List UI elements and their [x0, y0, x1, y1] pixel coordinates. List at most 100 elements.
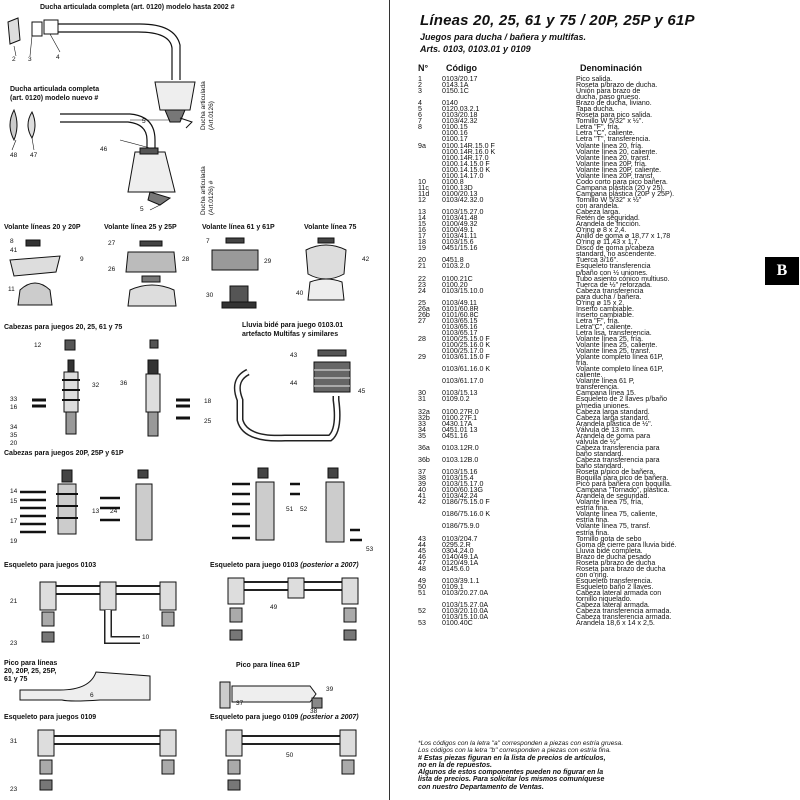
table-row: p/media uniones.	[418, 401, 677, 410]
callout-number: 35	[10, 432, 18, 439]
part-number: 52	[418, 607, 426, 616]
part-code: 0100/49.32	[442, 220, 478, 229]
col-header-code: Código	[446, 63, 477, 73]
manifold-0109	[37, 729, 177, 791]
table-row: estría fina.	[418, 504, 677, 513]
callout-number: 24	[110, 508, 118, 515]
part-description: p/media uniones.	[576, 401, 631, 410]
callout-number: 4	[56, 54, 60, 61]
callout-number: 49	[270, 604, 278, 611]
part-description: con arandela.	[576, 201, 619, 210]
part-description: Volante línea 20P, fría.	[576, 159, 647, 168]
part-number: 40	[418, 486, 426, 495]
section-badge: B	[765, 257, 799, 285]
label-cabezas-20: Cabezas para juegos 20, 25, 61 y 75	[4, 324, 123, 331]
part-description: Inserto cambiable.	[576, 310, 634, 319]
part-description: Volante línea 20P, caliente.	[576, 165, 662, 174]
part-description: Volante línea 75, fría,	[576, 498, 644, 507]
part-code: 0100.14.15.0 F	[442, 159, 490, 168]
part-number: 41	[418, 492, 426, 501]
footnote-4: no en la de repuestos.	[418, 761, 492, 769]
part-number: 11c	[418, 183, 429, 192]
part-description: Esqueleto transferencia	[576, 262, 651, 271]
callout-number: 10	[142, 634, 150, 641]
part-code: 0100/20.13	[442, 189, 478, 198]
part-description: fría.	[576, 359, 589, 368]
part-description: Pico para bañera con boquilla.	[576, 480, 672, 489]
part-description: Arandela 18,6 x 14 x 2,5.	[576, 619, 655, 628]
part-description: Arandela de goma para	[576, 431, 651, 440]
callout-number: 41	[10, 247, 18, 254]
spouts	[19, 671, 323, 709]
part-number: 27	[418, 316, 426, 325]
part-description: Goma de cierre para lluvia bidé.	[576, 540, 677, 549]
exploded-parts-diagram: Ducha articulada completa (art. 0120) mo…	[0, 0, 390, 800]
part-description: Esqueleto baño 2 llaves.	[576, 582, 654, 591]
article-numbers: Arts. 0103, 0103.01 y 0109	[420, 44, 531, 54]
callout-number: 40	[296, 290, 304, 297]
part-code: 0451.16	[442, 431, 468, 440]
part-code: 0101/60.8C	[442, 310, 479, 319]
table-row: con o'ring.	[418, 571, 677, 578]
part-description: Lluvia bidé completa.	[576, 546, 643, 555]
part-description: Brazo de ducha pesado	[576, 552, 651, 561]
part-description: Cabeza transferencia armada.	[576, 613, 672, 622]
callout-number: 39	[326, 686, 334, 693]
part-code: 0103.12R.0	[442, 443, 479, 452]
label-ducha-art-b2: (Art.0126) #	[208, 180, 215, 215]
part-code: 0100/49.1	[442, 226, 474, 235]
part-description: baño standard.	[576, 449, 624, 458]
label-esqueleto-0103: Esqueleto para juegos 0103	[4, 562, 97, 569]
part-description: Volante línea 75, transf.	[576, 522, 651, 531]
part-description: Cabeza larga standard.	[576, 407, 650, 416]
manifold-0109-post-2007	[225, 729, 357, 791]
part-description: Unión para brazo de	[576, 87, 641, 96]
callout-number: 34	[10, 424, 18, 431]
part-description: Tapa ducha.	[576, 105, 615, 114]
part-description: Letra lisa, transferencia.	[576, 328, 652, 337]
part-description: Volante línea 25, transf.	[576, 347, 651, 356]
table-row: p/baño con ½ uniones.	[418, 269, 677, 276]
page-subtitle: Juegos para ducha / bañera y multifas.	[420, 32, 587, 42]
label-esqueleto-0109-post: Esqueleto para juego 0109 (posterior a 2…	[210, 714, 359, 721]
label-volante-20: Volante líneas 20 y 20P	[4, 224, 81, 231]
footnote-5: Algunos de estos componentes pueden no f…	[418, 769, 604, 777]
part-number: 45	[418, 546, 426, 555]
callout-number: 18	[204, 398, 212, 405]
callout-number: 43	[290, 352, 298, 359]
part-code: 0103/15.27.0A	[442, 601, 489, 610]
part-number: 49	[418, 576, 426, 585]
part-number: 25	[418, 298, 426, 307]
callout-number: 36	[120, 380, 128, 387]
table-row: standard, no ascendente.	[418, 251, 677, 258]
part-number: 1	[418, 75, 422, 83]
part-description: estría fina.	[576, 504, 610, 513]
part-code: 0451.01 13	[442, 425, 478, 434]
part-code: 0103/15.6	[442, 238, 474, 247]
part-code: 0140/49.1A	[442, 552, 479, 561]
part-description: Volante línea 20, caliente.	[576, 147, 658, 156]
part-description: tornillo niquelado.	[576, 595, 632, 604]
part-description: Tuerca de ½" reforzada.	[576, 280, 652, 289]
